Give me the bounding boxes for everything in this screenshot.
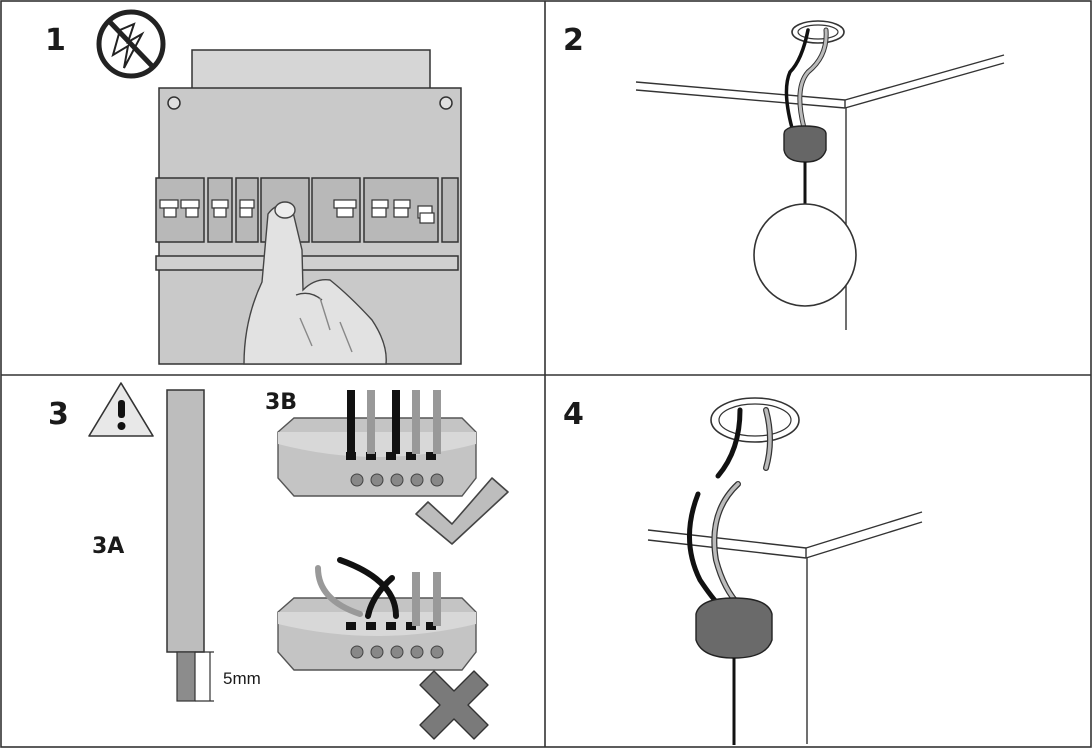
cross-icon (419, 670, 489, 740)
lamp-globe (753, 203, 857, 307)
ceiling-outlet (791, 20, 845, 44)
check-icon (415, 477, 509, 545)
ceiling-outlet-4 (710, 397, 800, 443)
strip-length-label: 5mm (223, 669, 261, 688)
no-power-icon (96, 9, 166, 79)
ceiling-corner-4 (647, 511, 923, 744)
step-number-4: 4 (563, 397, 584, 432)
connector-correct (277, 390, 477, 497)
strip-length-dimension (195, 651, 214, 702)
hand-illustration (243, 201, 387, 365)
connector-incorrect (277, 557, 477, 671)
panel-2: 2 (563, 20, 1005, 330)
lamp-canopy-4 (695, 597, 773, 659)
panel-1: 1 (45, 9, 462, 365)
warning-icon (88, 382, 154, 437)
panel-3: 3 3A 3B 5mm (48, 382, 509, 740)
stripped-cable (166, 389, 205, 702)
panel-4: 4 (563, 397, 923, 745)
lamp-canopy (783, 125, 827, 163)
lamp-wires (784, 27, 829, 131)
ceiling-corner (635, 54, 1005, 330)
sublabel-3a: 3A (92, 534, 124, 559)
step-number-2: 2 (563, 23, 584, 58)
outlet-wire-stubs (715, 407, 773, 479)
step-number-1: 1 (45, 23, 66, 58)
step-number-3: 3 (48, 397, 69, 432)
sublabel-3b: 3B (265, 390, 297, 415)
